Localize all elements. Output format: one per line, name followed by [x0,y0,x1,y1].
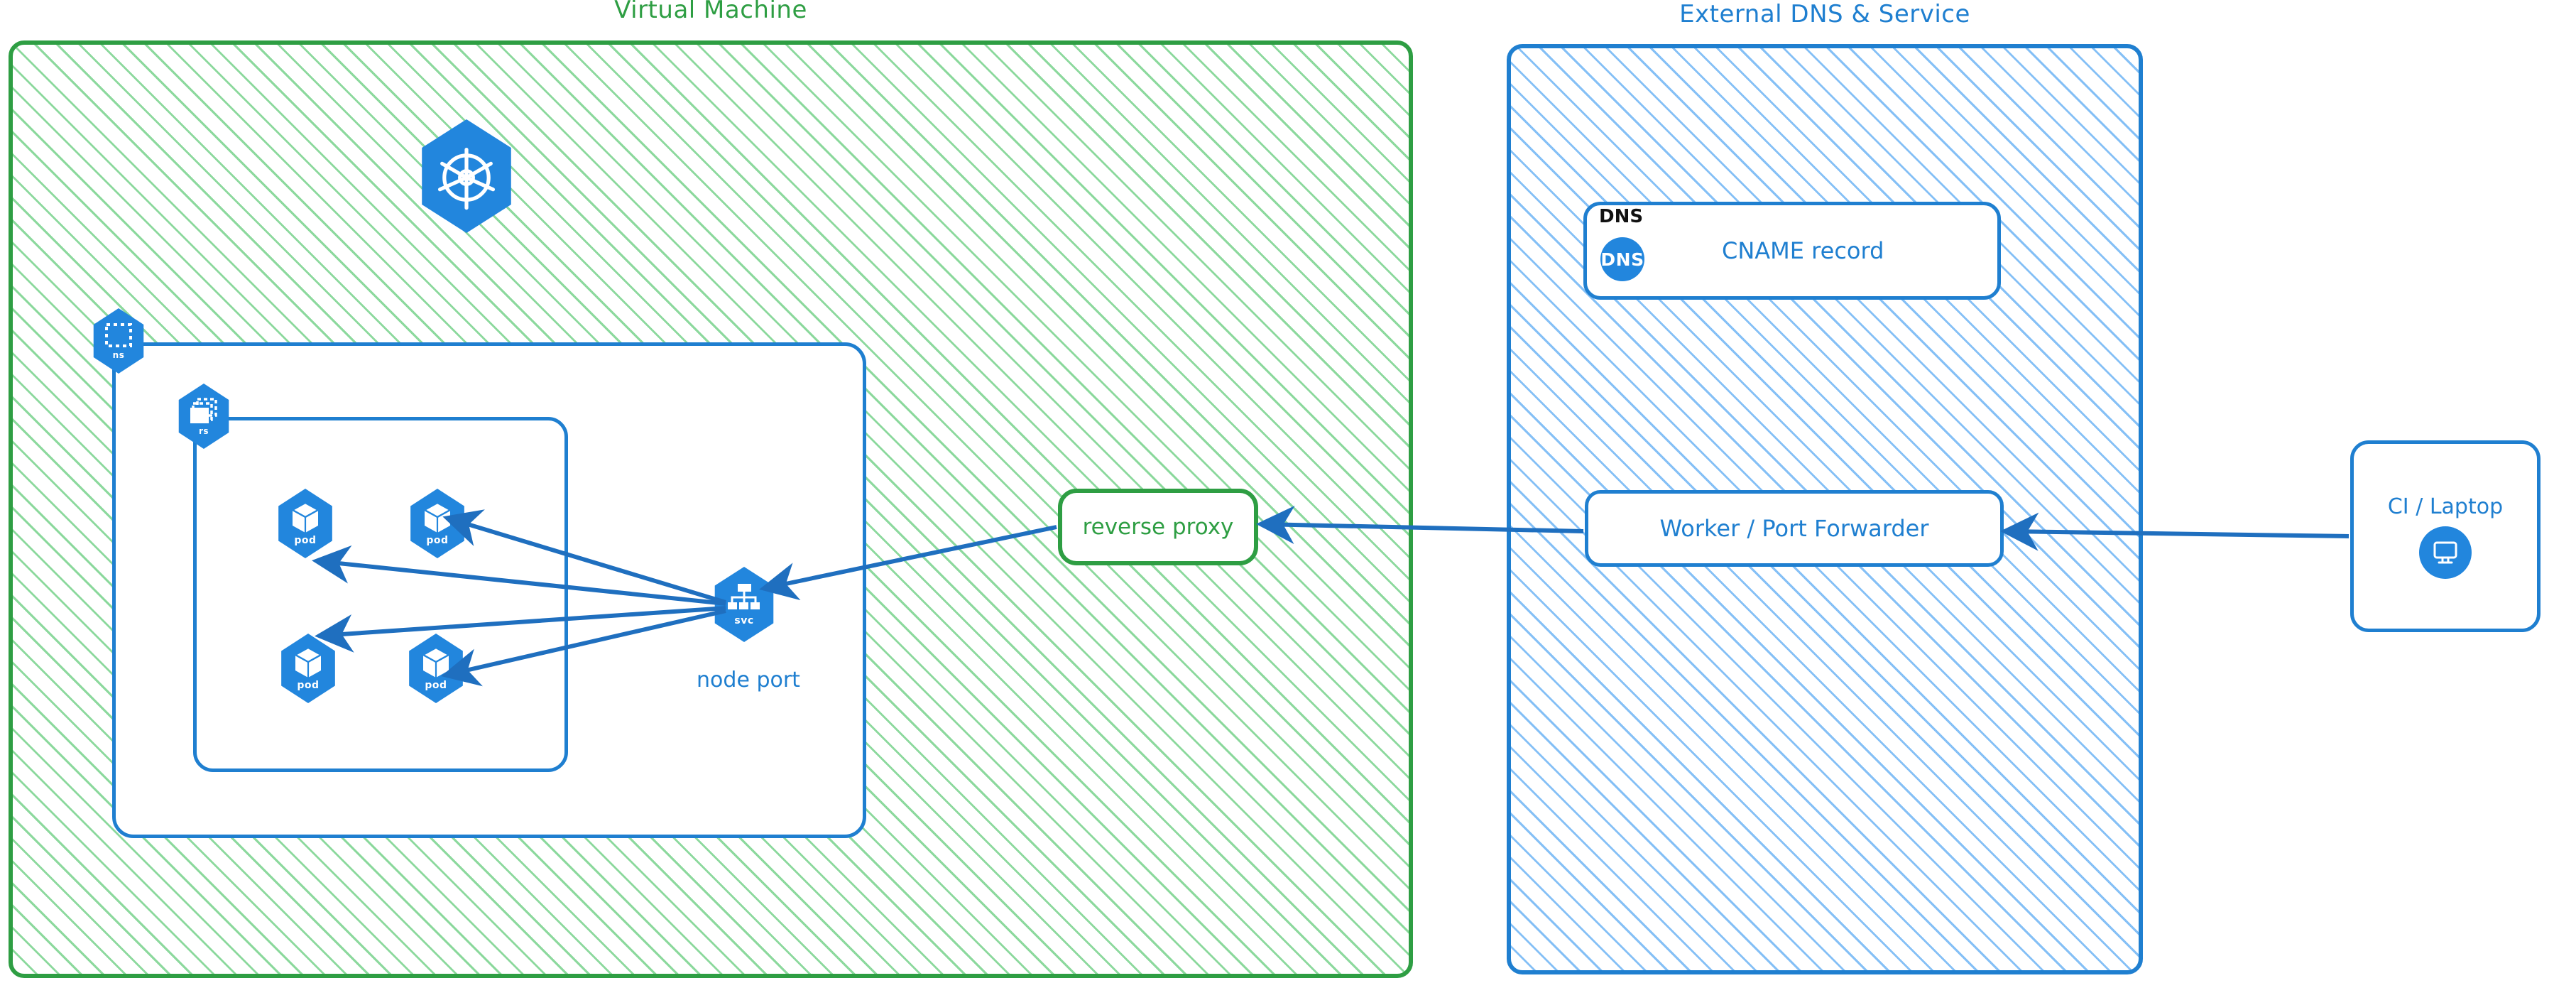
replicaset-badge-label: rs [198,426,209,436]
worker-port-forwarder-label: Worker / Port Forwarder [1659,515,1929,542]
node-port-label: node port [697,668,800,693]
namespace-badge: ns [93,308,144,374]
pod-label: pod [297,680,320,691]
pod-label: pod [426,535,449,546]
namespace-badge-label: ns [112,350,125,360]
ci-laptop-label: CI / Laptop [2387,494,2504,519]
reverse-proxy-label: reverse proxy [1082,514,1234,540]
ci-laptop-box[interactable]: CI / Laptop [2350,440,2540,632]
external-dns-service-title: External DNS & Service [1679,0,1970,28]
pod-label: pod [425,680,447,691]
virtual-machine-title: Virtual Machine [614,0,807,24]
dns-card-tag: DNS [1599,206,1644,227]
dns-circle-icon: DNS [1600,237,1644,281]
reverse-proxy-box[interactable]: reverse proxy [1058,489,1258,565]
worker-port-forwarder-box[interactable]: Worker / Port Forwarder [1585,490,2004,567]
service-badge-label: svc [734,615,754,626]
dns-card[interactable]: CNAME record [1583,202,2001,300]
pod-label: pod [294,535,317,546]
replicaset-container [193,417,568,772]
monitor-icon [2419,526,2472,579]
cname-record-label: CNAME record [1722,237,1884,264]
